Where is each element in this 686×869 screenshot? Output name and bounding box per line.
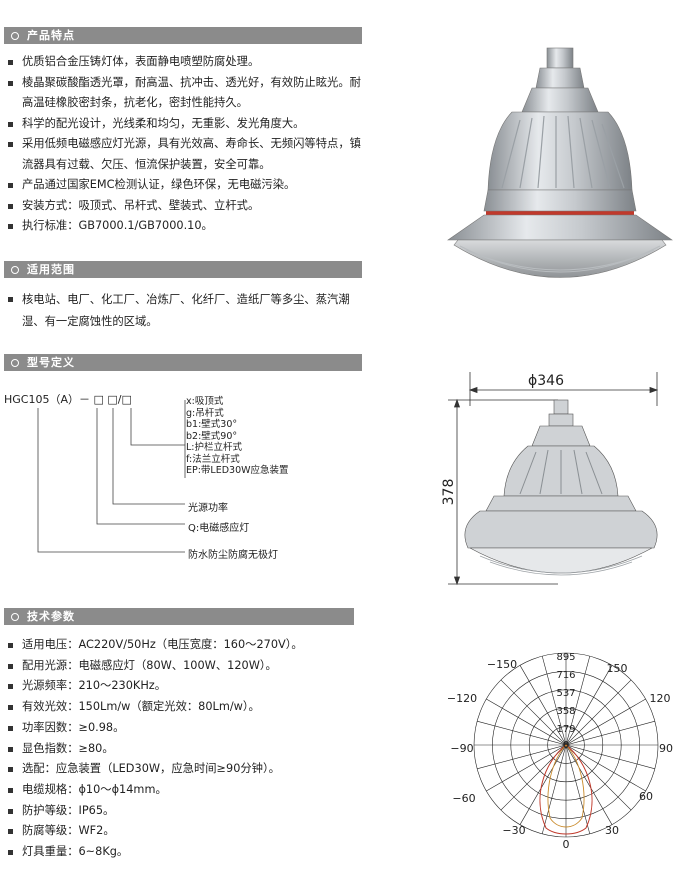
- angle-label: −120: [447, 692, 477, 705]
- section-header-params: 技术参数: [4, 608, 354, 625]
- list-item: 有效光效：150Lm/w（额定光效：80Lm/w）。: [4, 697, 364, 718]
- list-item: 优质铝合金压铸灯体，表面静电喷塑防腐处理。: [4, 52, 370, 73]
- list-item: 产品通过国家EMC检测认证，绿色环保，无电磁污染。: [4, 175, 370, 196]
- radial-label: 537: [556, 688, 575, 699]
- radial-label: 0: [563, 740, 569, 751]
- list-item: 安装方式：吸顶式、吊杆式、壁装式、立杆式。: [4, 196, 370, 217]
- product-photo: [447, 47, 673, 278]
- radial-label: 179: [556, 724, 575, 735]
- polar-diagram: 895 716 537 358 179 0 −150 150 −120 120 …: [447, 652, 673, 850]
- angle-label: −150: [487, 658, 517, 671]
- circle-icon: [11, 265, 19, 274]
- list-item: 灯具重量：6~8Kg。: [4, 842, 364, 863]
- params-list: 适用电压：AC220V/50Hz（电压宽度：160～270V）。 配用光源：电磁…: [4, 635, 364, 863]
- radial-label: 895: [556, 652, 575, 663]
- angle-label: 150: [607, 662, 628, 675]
- angle-label: 90: [659, 742, 673, 755]
- circle-icon: [11, 612, 19, 621]
- list-item: 防腐等级：WF2。: [4, 821, 364, 842]
- dimension-drawing: ϕ346 378: [441, 372, 659, 586]
- angle-label: 60: [639, 790, 653, 803]
- list-item: 科学的配光设计，光线柔和均匀，无重影、发光角度大。: [4, 114, 370, 135]
- model-source-label: Q:电磁感应灯: [188, 523, 250, 534]
- radial-label: 358: [556, 706, 575, 717]
- features-list: 优质铝合金压铸灯体，表面静电喷塑防腐处理。 棱晶聚碳酸酯透光罩，耐高温、抗冲击、…: [4, 52, 370, 237]
- circle-icon: [11, 31, 19, 40]
- list-item: 棱晶聚碳酸酯透光罩，耐高温、抗冲击、透光好，有效防止眩光。耐高温硅橡胶密封条，抗…: [4, 73, 370, 114]
- list-item: 执行标准：GB7000.1/GB7000.10。: [4, 216, 370, 237]
- list-item: 显色指数：≥80。: [4, 739, 364, 760]
- circle-icon: [11, 358, 19, 367]
- model-base-label: 防水防尘防腐无极灯: [188, 550, 278, 561]
- radial-label: 716: [556, 670, 575, 681]
- angle-label: −60: [452, 792, 475, 805]
- list-item: 电缆规格：ϕ10～ϕ14mm。: [4, 780, 364, 801]
- list-item: 光源频率：210～230KHz。: [4, 676, 364, 697]
- angle-label: 30: [605, 824, 619, 837]
- list-item: 配用光源：电磁感应灯（80W、100W、120W）。: [4, 656, 364, 677]
- model-power-label: 光源功率: [188, 503, 228, 514]
- list-item: 核电站、电厂、化工厂、冶炼厂、化纤厂、造纸厂等多尘、蒸汽潮湿、有一定腐蚀性的区域…: [4, 289, 370, 333]
- section-header-model: 型号定义: [4, 354, 362, 371]
- angle-label: 120: [650, 692, 671, 705]
- list-item: 采用低频电磁感应灯光源，具有光效高、寿命长、无频闪等特点，镇流器具有过载、欠压、…: [4, 134, 370, 175]
- scope-list: 核电站、电厂、化工厂、冶炼厂、化纤厂、造纸厂等多尘、蒸汽潮湿、有一定腐蚀性的区域…: [4, 289, 370, 333]
- list-item: 防护等级：IP65。: [4, 801, 364, 822]
- list-item: 功率因数：≥0.98。: [4, 718, 364, 739]
- model-code: HGC105（A）－ □ □/□: [4, 393, 132, 406]
- dim-height-label: 378: [441, 479, 457, 506]
- dim-width-label: ϕ346: [528, 373, 564, 389]
- list-item: 选配：应急装置（LED30W，应急时间≥90分钟）。: [4, 759, 364, 780]
- angle-label: −90: [450, 742, 473, 755]
- model-lines: [37, 400, 186, 553]
- list-item: 适用电压：AC220V/50Hz（电压宽度：160～270V）。: [4, 635, 364, 656]
- angle-label: 0: [563, 838, 570, 850]
- model-mount-options: x:吸顶式 g:吊杆式 b1:壁式30° b2:壁式90° L:护栏立杆式 f:…: [186, 396, 289, 476]
- section-header-scope: 适用范围: [4, 261, 362, 278]
- angle-label: −30: [502, 824, 525, 837]
- section-header-features: 产品特点: [4, 27, 362, 44]
